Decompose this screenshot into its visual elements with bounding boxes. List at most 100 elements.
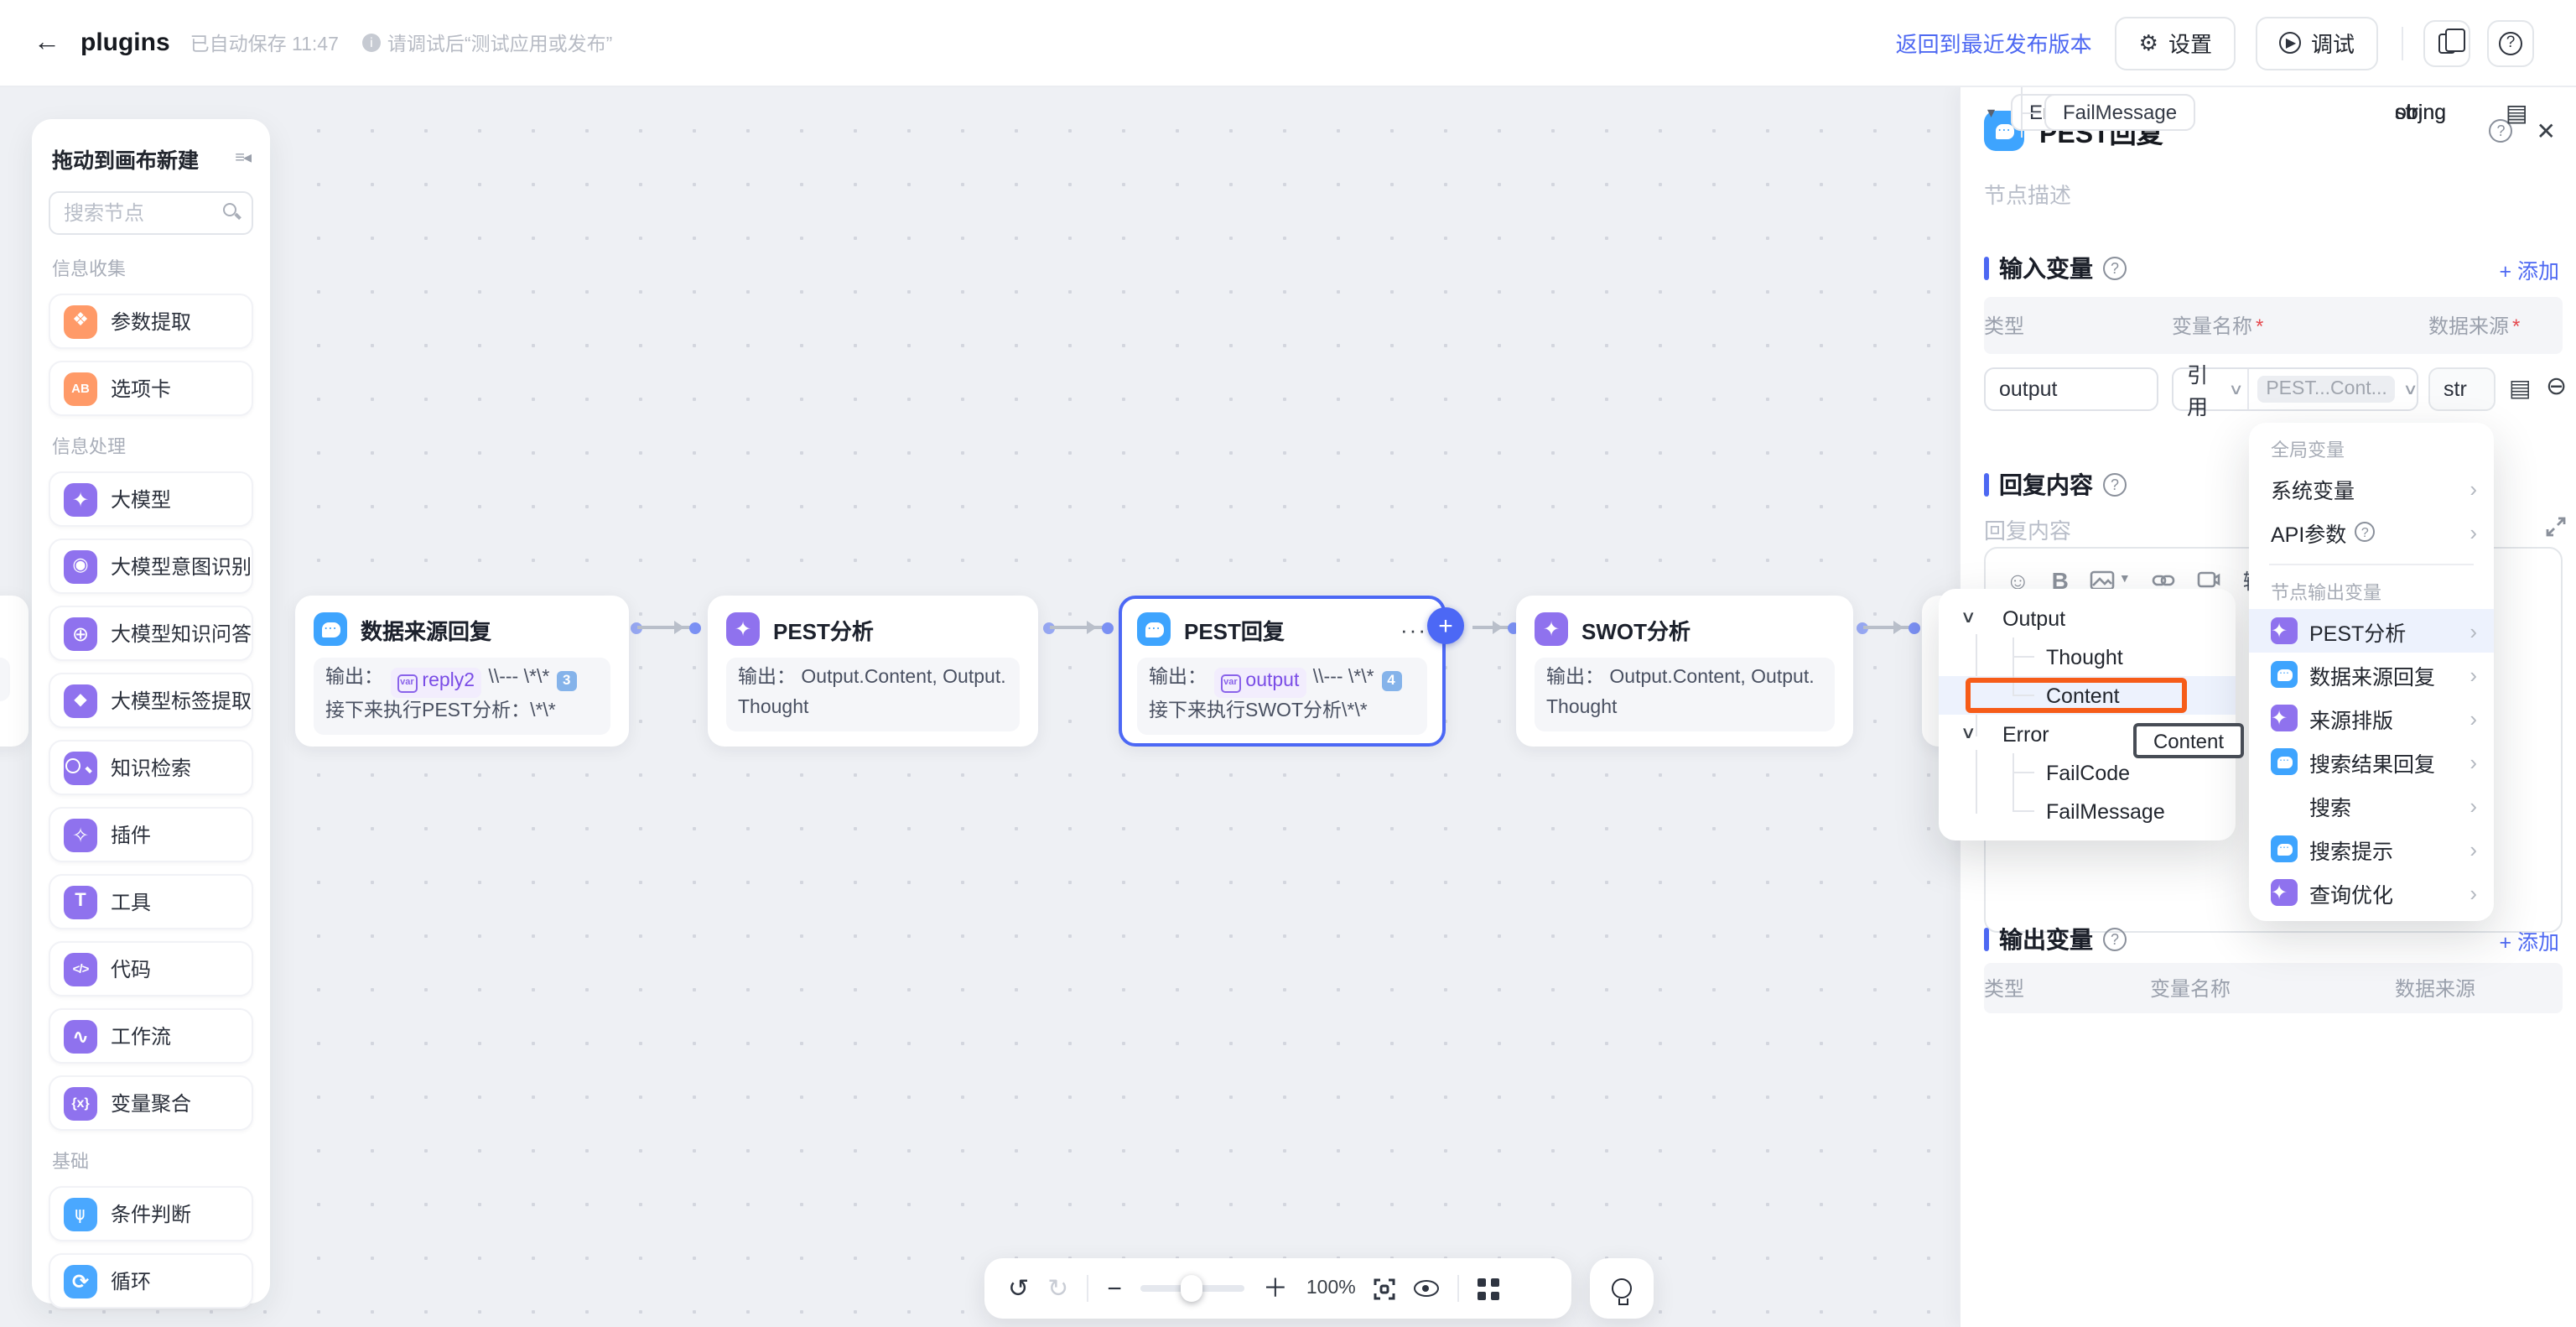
dropdown-item[interactable]: 数据来源回复 ? › (2249, 653, 2494, 696)
help-icon[interactable]: ? (2489, 119, 2513, 143)
back-to-published-link[interactable]: 返回到最近发布版本 (1895, 32, 2092, 57)
remove-var-icon[interactable]: ⊖ (2546, 372, 2568, 401)
chevron-right-icon: › (2470, 749, 2477, 774)
help-button[interactable]: ? (2487, 19, 2534, 66)
settings-button[interactable]: ⚙设置 (2115, 16, 2236, 70)
node-type-icon (64, 1264, 97, 1298)
detail-icon[interactable]: ▤ (2506, 99, 2528, 126)
drag-tooltip: Content (2133, 723, 2244, 758)
var-type-select[interactable]: str (2428, 367, 2496, 411)
help-icon[interactable]: ? (2103, 473, 2127, 497)
data-source-select[interactable]: 引用 ∨ PEST...Cont... ∨ (2172, 364, 2419, 419)
dropdown-item[interactable]: PEST分析 ? › (2249, 609, 2494, 653)
chevron-down-icon: ∨ (2403, 380, 2419, 397)
divider (1457, 1275, 1460, 1302)
zoom-slider[interactable] (1140, 1275, 1244, 1302)
dropdown-item-label: 查询优化 (2309, 883, 2394, 907)
node-title: SWOT分析 (1581, 618, 1690, 643)
back-icon[interactable]: ← (34, 28, 60, 56)
workflow-node[interactable]: 输出： Output.Content, Outp (0, 596, 29, 747)
node-type-icon (2271, 879, 2298, 906)
variable-source-dropdown: 全局变量 ? › 系统变量 ? › API参数 ? › ? › 节点输出变量 ?… (2249, 423, 2494, 921)
tree-item[interactable]: ∨ FailCode (1939, 753, 2236, 792)
emoji-icon[interactable]: ☺ (2006, 566, 2030, 593)
play-icon: ▶ (2278, 32, 2301, 54)
column-header: 数据来源* (2395, 977, 2476, 1001)
output-var-row[interactable]: ▾ FailMessage string ▤ (1984, 87, 2563, 138)
node-description-placeholder[interactable]: 节点描述 (1984, 183, 2072, 208)
var-name-input[interactable] (1984, 367, 2158, 411)
preview-eye-icon[interactable] (1414, 1280, 1440, 1297)
search-input[interactable] (49, 191, 253, 235)
dropdown-item[interactable]: 搜索 ? › (2249, 783, 2494, 827)
detail-icon[interactable]: ▤ (2506, 99, 2528, 126)
node-type-icon (64, 1197, 97, 1231)
link-icon[interactable] (2153, 571, 2176, 588)
video-icon[interactable] (2198, 570, 2221, 589)
caret-down-icon[interactable]: ▾ (1987, 104, 1996, 121)
zoom-in-icon[interactable]: ＋ (1262, 1274, 1288, 1303)
tree-item[interactable]: ∨ Thought (1939, 637, 2236, 676)
add-output-var-button[interactable]: + 添加 (2499, 930, 2559, 954)
dropdown-item[interactable]: ? › (2269, 564, 2474, 565)
bold-icon[interactable]: B (2051, 566, 2069, 593)
divider (2402, 26, 2403, 60)
copy-button[interactable] (2423, 19, 2470, 66)
add-node-button[interactable]: + (1427, 607, 1464, 644)
dropdown-item[interactable]: 搜索提示 ? › (2249, 827, 2494, 871)
redo-icon[interactable]: ↻ (1047, 1274, 1069, 1303)
dropdown-item[interactable]: 全局变量 ? › (2249, 433, 2494, 466)
column-header: 数据来源* (2428, 315, 2521, 338)
fit-view-icon[interactable] (1374, 1278, 1396, 1299)
workflow-node[interactable]: PEST分析 输出： Output.Content, Output.Though… (708, 596, 1038, 747)
debug-button[interactable]: ▶调试 (2255, 16, 2378, 70)
node-type-label: 大模型知识问答 (111, 622, 252, 646)
node-type-icon (64, 372, 97, 405)
grid-layout-icon[interactable] (1478, 1278, 1500, 1299)
section-accent (1984, 928, 1989, 951)
close-icon[interactable]: ✕ (2536, 117, 2556, 143)
input-vars-title: 输入变量 (1999, 255, 2093, 282)
detail-icon[interactable]: ▤ (2506, 99, 2528, 126)
chevron-right-icon: › (2470, 880, 2477, 905)
help-icon[interactable]: ? (2103, 257, 2127, 280)
dropdown-item[interactable]: 系统变量 ? › (2249, 466, 2494, 510)
autosave-status: 已自动保存 11:47 (190, 34, 339, 55)
dropdown-item[interactable]: 来源排版 ? › (2249, 696, 2494, 740)
dropdown-item[interactable]: 查询优化 ? › (2249, 871, 2494, 914)
dropdown-item[interactable]: 搜索结果回复 ? › (2249, 740, 2494, 783)
var-type: obj (2395, 101, 2423, 124)
caret-down-icon[interactable]: ▾ (1987, 104, 1996, 121)
detail-icon[interactable]: ▤ (2509, 374, 2532, 401)
dropdown-item[interactable]: API参数 ? › (2249, 510, 2494, 554)
add-input-var-button[interactable]: + 添加 (2499, 259, 2559, 283)
node-more-menu-icon[interactable]: ··· (1400, 617, 1427, 642)
detail-icon[interactable]: ▤ (2506, 99, 2528, 126)
expand-icon[interactable] (2546, 517, 2566, 537)
image-icon[interactable]: ▼ (2090, 570, 2131, 590)
chevron-down-icon[interactable]: ∨ (1960, 609, 1976, 627)
var-type: string (2395, 101, 2447, 124)
tree-item[interactable]: ∨ Output (1939, 599, 2236, 637)
source-mode[interactable]: 引用 (2187, 364, 2209, 419)
help-icon[interactable]: ? (2103, 928, 2127, 951)
node-type-icon (64, 304, 97, 338)
dropdown-item[interactable]: 节点输出变量 ? › (2249, 575, 2494, 609)
tree-item[interactable]: ∨ FailMessage (1939, 792, 2236, 830)
lightbulb-icon (1612, 1278, 1632, 1305)
collapse-panel-icon[interactable]: ≡◂ (235, 149, 252, 168)
zoom-slider-thumb[interactable] (1180, 1275, 1202, 1302)
chevron-down-icon[interactable]: ∨ (1960, 725, 1976, 743)
undo-icon[interactable]: ↺ (1008, 1274, 1030, 1303)
tips-button[interactable] (1590, 1258, 1654, 1319)
tree-item[interactable]: ∨ Error (1939, 715, 2236, 753)
source-ref-value[interactable]: PEST...Cont... (2257, 376, 2396, 403)
tree-item[interactable]: ∨ Content (1939, 676, 2236, 715)
zoom-out-icon[interactable]: − (1107, 1274, 1122, 1303)
chevron-right-icon: › (2470, 705, 2477, 731)
workflow-node[interactable]: SWOT分析 输出： Output.Content, Output.Though… (1516, 596, 1853, 747)
